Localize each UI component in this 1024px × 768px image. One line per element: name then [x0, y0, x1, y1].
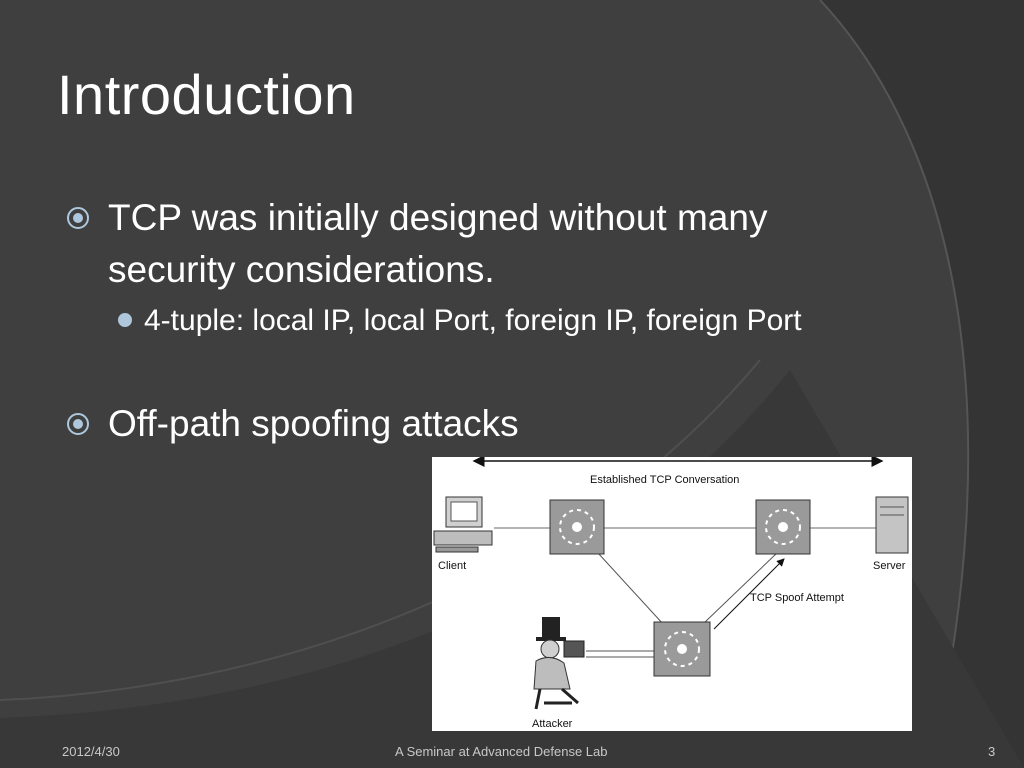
footer-page-number: 3: [988, 744, 996, 759]
sub-bullet-text: 4-tuple: local IP, local Port, foreign I…: [144, 304, 802, 337]
footer-title: A Seminar at Advanced Defense Lab: [395, 744, 608, 759]
attacker-icon: [533, 617, 585, 710]
switch-icon: [653, 621, 711, 677]
attacker-label: Attacker: [532, 718, 573, 730]
conversation-label: Established TCP Conversation: [590, 474, 739, 486]
footer-date: 2012/4/30: [62, 744, 120, 759]
bullet-text: Off-path spoofing attacks: [108, 403, 519, 444]
bullet-text: TCP was initially designed without many …: [108, 197, 768, 290]
slide-title: Introduction: [57, 63, 356, 126]
spoof-label: TCP Spoof Attempt: [750, 592, 844, 604]
client-computer-icon: [433, 496, 493, 553]
tcp-spoof-diagram: Established TCP Conversation Client: [432, 455, 912, 731]
server-icon: [875, 496, 909, 554]
diagram-svg: Established TCP Conversation Client: [433, 455, 909, 730]
switch-icon: [755, 499, 811, 555]
client-label: Client: [438, 560, 466, 572]
switch-icon: [549, 499, 605, 555]
circle-dot-bullet-icon: [67, 413, 89, 435]
bullet-item: Off-path spoofing attacks: [66, 398, 866, 450]
sub-bullet-item: 4-tuple: local IP, local Port, foreign I…: [118, 300, 888, 342]
dot-bullet-icon: [118, 313, 132, 327]
server-label: Server: [873, 560, 906, 572]
circle-dot-bullet-icon: [67, 207, 89, 229]
bullet-item: TCP was initially designed without many …: [66, 192, 866, 296]
